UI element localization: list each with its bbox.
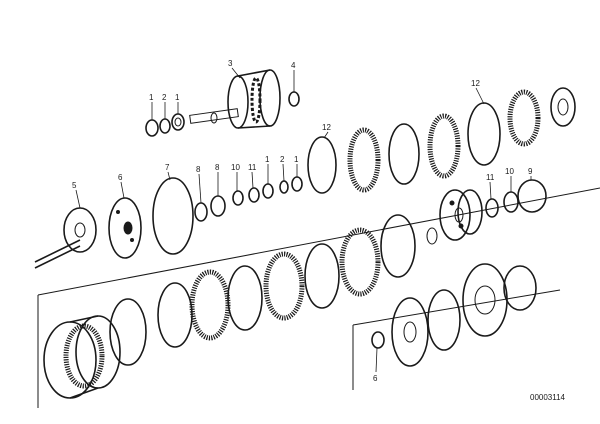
middle-clutch-pack xyxy=(157,214,438,348)
callout-10: 10 xyxy=(505,167,514,176)
small-bearing-ring xyxy=(288,91,300,107)
callout-10: 10 xyxy=(231,163,240,172)
upper-clutch-pack xyxy=(307,87,576,194)
callout-labels: 3 4 1 2 1 12 12 5 6 7 8 8 10 11 1 2 1 11 xyxy=(72,59,533,383)
lower-pump-assembly xyxy=(371,263,537,367)
callout-9: 9 xyxy=(528,167,533,176)
callout-1: 1 xyxy=(175,93,180,102)
middle-small-rings xyxy=(194,176,303,222)
right-small-rings xyxy=(485,179,547,218)
callout-12: 12 xyxy=(471,79,480,88)
drum-assembly xyxy=(189,69,281,129)
callout-1: 1 xyxy=(265,155,270,164)
callout-7: 7 xyxy=(165,163,170,172)
input-shaft-disc xyxy=(34,207,97,269)
callout-11: 11 xyxy=(248,163,257,172)
callout-2: 2 xyxy=(162,93,167,102)
callout-2: 2 xyxy=(280,155,285,164)
callout-6: 6 xyxy=(118,173,123,182)
lower-pressure-plate xyxy=(109,298,147,366)
hub-disc xyxy=(108,197,142,259)
callout-8: 8 xyxy=(196,165,201,174)
callout-1: 1 xyxy=(294,155,299,164)
planetary-gear xyxy=(439,189,483,241)
section-frame xyxy=(37,187,600,408)
callout-11: 11 xyxy=(486,173,495,182)
callout-8: 8 xyxy=(215,163,220,172)
callout-3: 3 xyxy=(228,59,233,68)
callout-6: 6 xyxy=(373,374,378,383)
callout-5: 5 xyxy=(72,181,77,190)
large-snap-ring xyxy=(152,177,194,255)
callout-12: 12 xyxy=(322,123,331,132)
lower-drum-housing xyxy=(43,315,121,399)
diagram-reference-number: 00003114 xyxy=(530,393,565,402)
callout-1: 1 xyxy=(149,93,154,102)
callout-4: 4 xyxy=(291,61,296,70)
